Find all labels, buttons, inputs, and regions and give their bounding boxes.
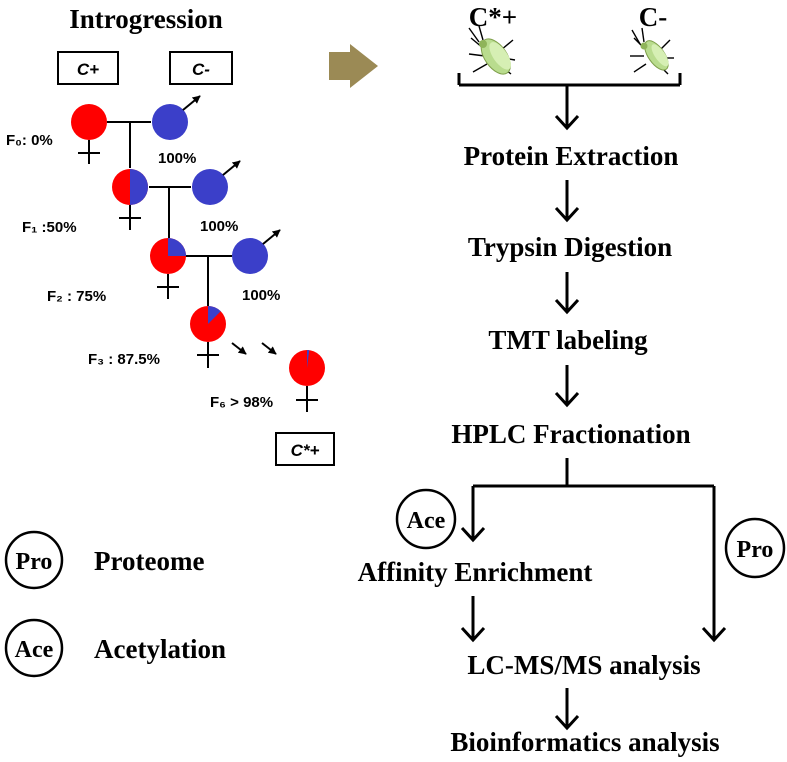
legend-proteome-text: Proteome <box>94 546 204 576</box>
generation-label-f2: F₂ : 75% <box>47 288 106 305</box>
arrow-to-lc-ms-ms <box>460 596 486 643</box>
sample-bracket <box>457 73 682 87</box>
male-f1 <box>192 160 241 205</box>
legend-ace-badge: Ace <box>15 637 54 663</box>
step-lc-ms-ms-analysis: LC-MS/MS analysis <box>467 650 700 680</box>
generation-label-f1: F₁ :50% <box>22 219 77 236</box>
result-c-star-plus-label: C*+ <box>291 441 320 460</box>
arrow-to-trypsin-digestion <box>554 180 580 223</box>
pro-branch-badge: Pro <box>724 517 786 579</box>
pedigree-males <box>152 95 281 274</box>
insect-label-c-minus: C- <box>639 2 668 32</box>
step-bioinformatics-analysis: Bioinformatics analysis <box>450 727 719 757</box>
parent-c-plus-box: C+ <box>57 51 119 85</box>
pedigree-lines <box>107 121 232 306</box>
male-f0 <box>152 95 201 140</box>
female-f2 <box>150 238 186 299</box>
ace-badge-text: Ace <box>407 508 446 534</box>
pedigree-females <box>71 104 325 412</box>
arrow-to-tmt-labeling <box>554 272 580 315</box>
insect-label-c-star-plus: C*+ <box>469 2 517 32</box>
male-pct-f1: 100% <box>200 218 238 235</box>
result-c-star-plus-box: C*+ <box>275 432 335 466</box>
introgression-title: Introgression <box>69 4 223 34</box>
step-protein-extraction: Protein Extraction <box>464 141 679 171</box>
insect-c-star-plus-icon <box>468 25 516 75</box>
male-pct-f0: 100% <box>158 150 196 167</box>
pro-badge-text: Pro <box>737 537 774 563</box>
legend: Pro Proteome Ace Acetylation <box>4 530 226 678</box>
generation-labels: F₀: 0% F₁ :50% F₂ : 75% F₃ : 87.5% F₆ > … <box>6 132 273 411</box>
arrow-to-bioinformatics <box>554 688 580 731</box>
male-pct-f2: 100% <box>242 287 280 304</box>
parent-c-minus-box: C- <box>169 51 233 85</box>
female-f6 <box>289 350 325 412</box>
workflow-steps: Protein Extraction Trypsin Digestion TMT… <box>358 141 720 757</box>
legend-acetylation: Ace Acetylation <box>4 618 226 678</box>
step-trypsin-digestion: Trypsin Digestion <box>468 232 672 262</box>
workflow-arrows <box>460 85 727 731</box>
insect-c-minus-icon <box>630 27 674 75</box>
parent-c-plus-label: C+ <box>77 60 99 79</box>
ace-branch-badge: Ace <box>395 488 457 550</box>
backcross-continuation-arrows <box>231 342 277 355</box>
female-f1 <box>112 169 148 230</box>
female-f0 <box>71 104 107 164</box>
male-percentages: 100% 100% 100% <box>158 150 280 304</box>
step-tmt-labeling: TMT labeling <box>488 325 648 355</box>
legend-proteome: Pro Proteome <box>4 530 204 590</box>
split-branch <box>460 458 727 643</box>
generation-label-f3: F₃ : 87.5% <box>88 351 160 368</box>
generation-label-f0: F₀: 0% <box>6 132 53 149</box>
legend-pro-badge: Pro <box>16 549 53 575</box>
male-f2 <box>232 229 281 274</box>
legend-acetylation-text: Acetylation <box>94 634 226 664</box>
generation-label-f6: F₆ > 98% <box>210 394 273 411</box>
arrow-to-hplc-fractionation <box>554 365 580 408</box>
parent-c-minus-label: C- <box>192 60 210 79</box>
step-affinity-enrichment: Affinity Enrichment <box>358 557 593 587</box>
transition-arrow <box>329 44 378 88</box>
female-f3 <box>190 306 226 368</box>
arrow-to-protein-extraction <box>554 85 580 131</box>
step-hplc-fractionation: HPLC Fractionation <box>451 419 690 449</box>
